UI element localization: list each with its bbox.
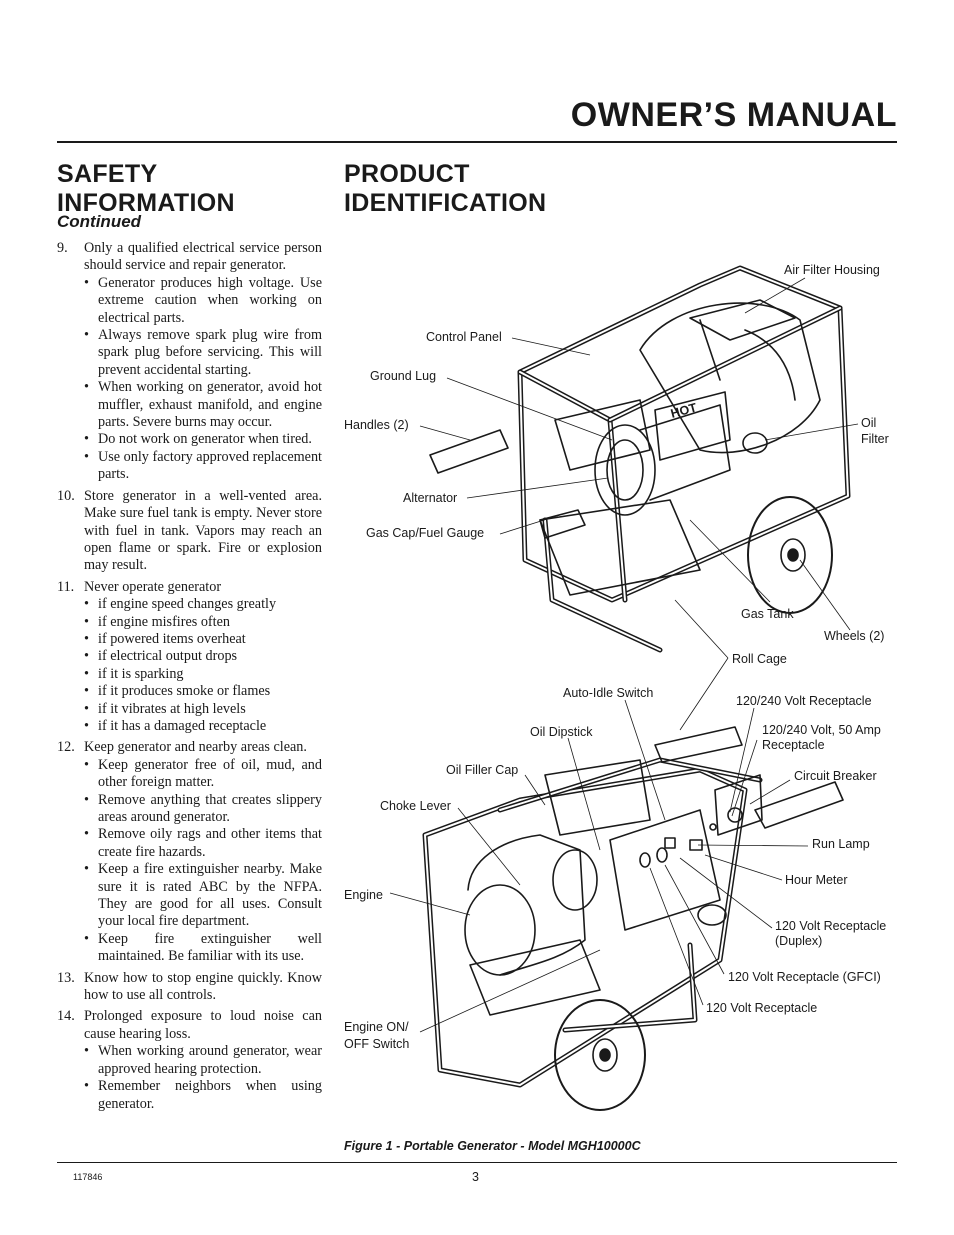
safety-item: 12. Keep generator and nearby areas clean… bbox=[57, 739, 322, 965]
safety-bullet: if it has a damaged receptacle bbox=[84, 718, 322, 736]
safety-item: 11. Never operate generatorif engine spee… bbox=[57, 579, 322, 736]
label-wheels: Wheels (2) bbox=[824, 629, 884, 643]
figure-caption: Figure 1 - Portable Generator - Model MG… bbox=[344, 1139, 641, 1153]
label-alternator: Alternator bbox=[403, 491, 457, 505]
label-gas-cap: Gas Cap/Fuel Gauge bbox=[366, 526, 484, 540]
label-hour-meter: Hour Meter bbox=[785, 873, 848, 887]
label-circuit-breaker: Circuit Breaker bbox=[794, 769, 877, 783]
safety-item-number: 13. bbox=[57, 969, 75, 986]
top-engine bbox=[639, 302, 821, 454]
safety-item-number: 11. bbox=[57, 578, 75, 595]
top-air-filter-housing bbox=[689, 299, 796, 341]
safety-bullet: if it vibrates at high levels bbox=[84, 701, 322, 719]
safety-bullet: Keep generator free of oil, mud, and oth… bbox=[84, 757, 322, 792]
safety-bullet: if it is sparking bbox=[84, 666, 322, 684]
safety-bullet: Do not work on generator when tired. bbox=[84, 431, 322, 449]
safety-item-text: Never operate generator bbox=[84, 578, 222, 595]
safety-bullet: Always remove spark plug wire from spark… bbox=[84, 327, 322, 379]
safety-item-number: 12. bbox=[57, 739, 75, 756]
bottom-engine bbox=[464, 884, 536, 976]
hot-decal: HOT bbox=[669, 400, 698, 420]
bottom-wheel bbox=[554, 999, 646, 1111]
label-engine-switch-line2: OFF Switch bbox=[344, 1037, 409, 1051]
top-fuel-tank bbox=[554, 399, 651, 471]
label-duplex-line2: (Duplex) bbox=[775, 934, 822, 948]
label-oil-filter-line2: Filter bbox=[861, 432, 889, 446]
safety-item: 10. Store generator in a well-vented area… bbox=[57, 488, 322, 575]
safety-item-text: Keep generator and nearby areas clean. bbox=[84, 739, 307, 756]
label-air-filter-housing: Air Filter Housing bbox=[784, 263, 880, 277]
label-engine: Engine bbox=[344, 888, 383, 902]
label-120v-receptacle: 120 Volt Receptacle bbox=[706, 1001, 817, 1015]
label-duplex-line1: 120 Volt Receptacle bbox=[775, 919, 886, 933]
label-240v-50a-line1: 120/240 Volt, 50 Amp bbox=[762, 723, 881, 737]
top-alternator bbox=[594, 424, 656, 516]
label-handles: Handles (2) bbox=[344, 418, 409, 432]
safety-item-text: Only a qualified electrical service pers… bbox=[84, 240, 322, 274]
safety-bullet: Remember neighbors when using generator. bbox=[84, 1078, 322, 1113]
label-auto-idle-switch: Auto-Idle Switch bbox=[563, 686, 653, 700]
label-gfci-receptacle: 120 Volt Receptacle (GFCI) bbox=[728, 970, 881, 984]
generator-illustration: HOT Air Filter Housing Control Panel Gro… bbox=[344, 263, 889, 1111]
footer-rule bbox=[57, 1162, 897, 1163]
safety-section-subtitle: Continued bbox=[57, 212, 142, 231]
label-engine-switch-line1: Engine ON/ bbox=[344, 1020, 409, 1034]
safety-bullet: Remove oily rags and other items that cr… bbox=[84, 826, 322, 861]
bottom-generator-drawing bbox=[422, 726, 844, 1111]
product-section-title: PRODUCT IDENTIFICATION bbox=[344, 160, 547, 217]
safety-list: 9. Only a qualified electrical service pe… bbox=[57, 240, 322, 1117]
label-gas-tank: Gas Tank bbox=[741, 607, 794, 621]
page-title: OWNER’S MANUAL bbox=[570, 96, 897, 134]
label-240v-receptacle: 120/240 Volt Receptacle bbox=[736, 694, 872, 708]
safety-bullet: Keep a fire extinguisher nearby. Make su… bbox=[84, 861, 322, 931]
label-oil-filter-line1: Oil bbox=[861, 416, 876, 430]
label-240v-50a-line2: Receptacle bbox=[762, 738, 825, 752]
bottom-alternator bbox=[544, 759, 651, 836]
bottom-control-panel bbox=[609, 809, 721, 931]
top-wheel bbox=[747, 496, 833, 614]
safety-item-number: 14. bbox=[57, 1008, 75, 1025]
label-control-panel: Control Panel bbox=[426, 330, 502, 344]
safety-item-text: Know how to stop engine quickly. Know ho… bbox=[84, 969, 322, 1004]
label-run-lamp: Run Lamp bbox=[812, 837, 870, 851]
safety-item-text: Prolonged exposure to loud noise can cau… bbox=[84, 1008, 322, 1042]
header-rule bbox=[57, 141, 897, 143]
safety-item-number: 9. bbox=[57, 240, 68, 256]
safety-bullet: if electrical output drops bbox=[84, 648, 322, 666]
safety-item: 14. Prolonged exposure to loud noise can … bbox=[57, 1008, 322, 1112]
document-number: 117846 bbox=[73, 1172, 103, 1182]
safety-bullet: if it produces smoke or flames bbox=[84, 683, 322, 701]
top-handle bbox=[429, 429, 509, 474]
safety-bullet: Generator produces high voltage. Use ext… bbox=[84, 275, 322, 327]
safety-item: 13. Know how to stop engine quickly. Know… bbox=[57, 970, 322, 1005]
label-oil-filler-cap: Oil Filler Cap bbox=[446, 763, 518, 777]
safety-bullet: When working around generator, wear appr… bbox=[84, 1043, 322, 1078]
safety-bullet: Remove anything that creates slippery ar… bbox=[84, 792, 322, 827]
label-choke-lever: Choke Lever bbox=[380, 799, 451, 813]
label-ground-lug: Ground Lug bbox=[370, 369, 436, 383]
safety-bullet: Use only factory approved replacement pa… bbox=[84, 449, 322, 484]
safety-bullet: Keep fire extinguisher well maintained. … bbox=[84, 931, 322, 966]
bottom-handle bbox=[754, 781, 844, 829]
safety-bullet: if powered items overheat bbox=[84, 631, 322, 649]
safety-section-title: SAFETY INFORMATION bbox=[57, 160, 235, 217]
top-generator-drawing bbox=[429, 265, 851, 653]
safety-item-text: Store generator in a well-vented area. M… bbox=[84, 487, 322, 574]
label-roll-cage: Roll Cage bbox=[732, 652, 787, 666]
safety-item-number: 10. bbox=[57, 487, 75, 504]
safety-bullet: if engine misfires often bbox=[84, 614, 322, 632]
safety-bullet: if engine speed changes greatly bbox=[84, 596, 322, 614]
safety-bullet: When working on generator, avoid hot muf… bbox=[84, 379, 322, 431]
page-number: 3 bbox=[472, 1170, 479, 1184]
label-oil-dipstick: Oil Dipstick bbox=[530, 725, 593, 739]
safety-item: 9. Only a qualified electrical service pe… bbox=[57, 240, 322, 484]
leader-lines bbox=[389, 277, 859, 1033]
